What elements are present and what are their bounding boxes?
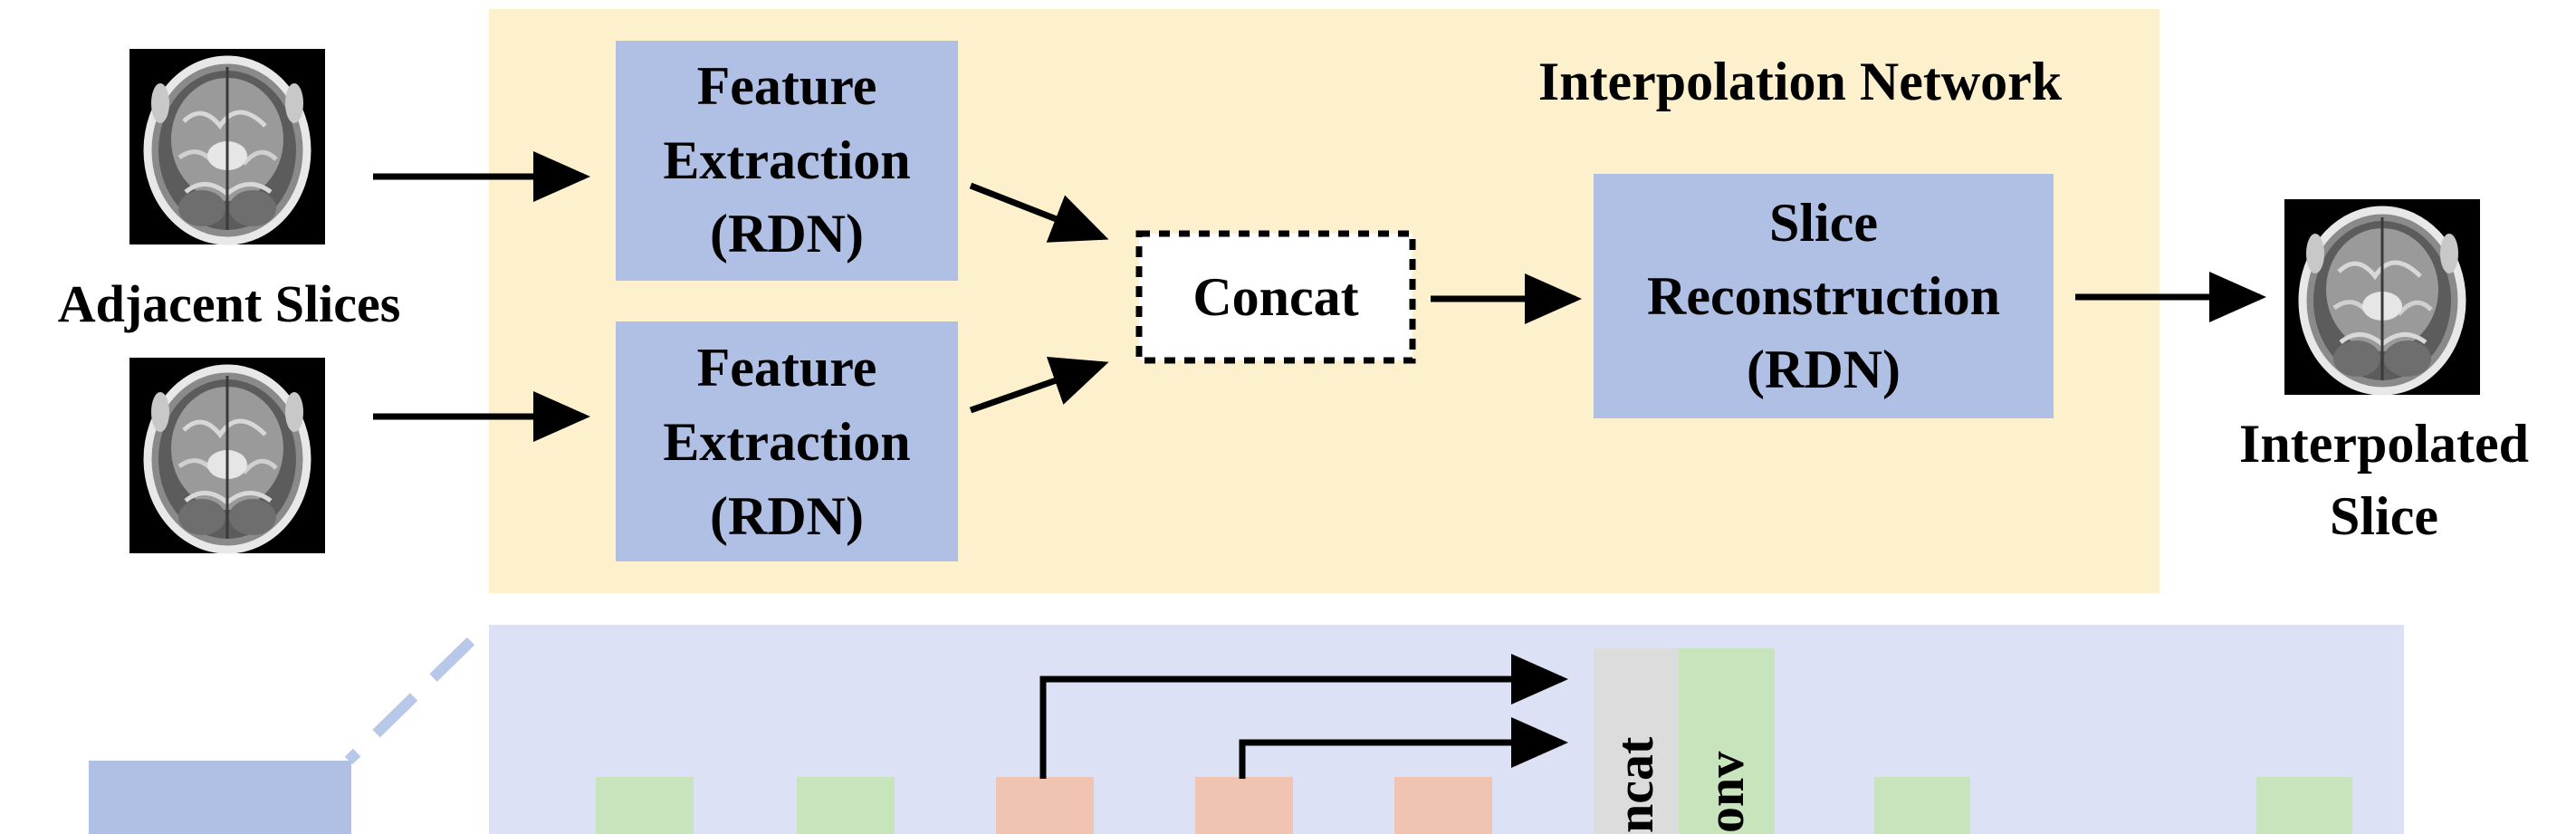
interpolated-slice-line2: Slice [2330,486,2438,546]
rdn-module-preview-box [89,761,351,834]
activation-block-3 [1394,777,1492,834]
slice-reconstruction-box [1594,174,2054,418]
brain-mri-slice-icon [129,49,325,244]
concat-block-label: ncat [1605,736,1664,833]
slice-reconstruction-line2: Reconstruction [1647,266,2000,326]
conv-block-fusion-label: onv [1696,752,1755,833]
activation-block-2 [1195,777,1293,834]
feature-extraction-top-line1: Feature [697,56,877,116]
conv-block-2 [797,777,895,834]
conv-block-4 [2256,777,2352,834]
adjacent-slice-bottom-image [129,358,325,553]
arrow-feature-top-to-concat [969,182,1109,243]
interpolated-slice-image [2284,199,2480,395]
skip-connection-2 [1239,717,1568,779]
feature-extraction-top-line3: (RDN) [710,204,864,264]
adjacent-slices-label: Adjacent Slices [58,274,401,333]
slice-reconstruction-line1: Slice [1769,193,1878,253]
skip-connection-1 [1039,654,1568,779]
adjacent-slice-top-image [129,49,325,244]
conv-block-1 [596,777,694,834]
feature-extraction-bottom-line2: Extraction [663,412,910,472]
feature-extraction-bottom-line3: (RDN) [710,486,864,546]
interpolation-network-title: Interpolation Network [1538,52,2063,111]
feature-extraction-top-line2: Extraction [663,130,910,190]
arrow-feature-bottom-to-concat [969,357,1109,414]
conv-block-3 [1874,777,1970,834]
activation-block-1 [996,777,1094,834]
feature-extraction-bottom-line1: Feature [697,338,877,398]
concat-label: Concat [1192,267,1358,327]
slice-reconstruction-line3: (RDN) [1747,340,1901,399]
zoom-connector-line [344,637,475,765]
feature-extraction-bottom-box [616,321,958,561]
brain-mri-slice-icon [129,358,325,553]
brain-mri-slice-icon [2284,199,2480,395]
feature-extraction-top-box [616,41,958,281]
interpolated-slice-line1: Interpolated [2239,414,2529,474]
conv-block-fusion [1679,648,1775,834]
concat-block [1594,648,1679,834]
concat-box [1135,230,1416,364]
